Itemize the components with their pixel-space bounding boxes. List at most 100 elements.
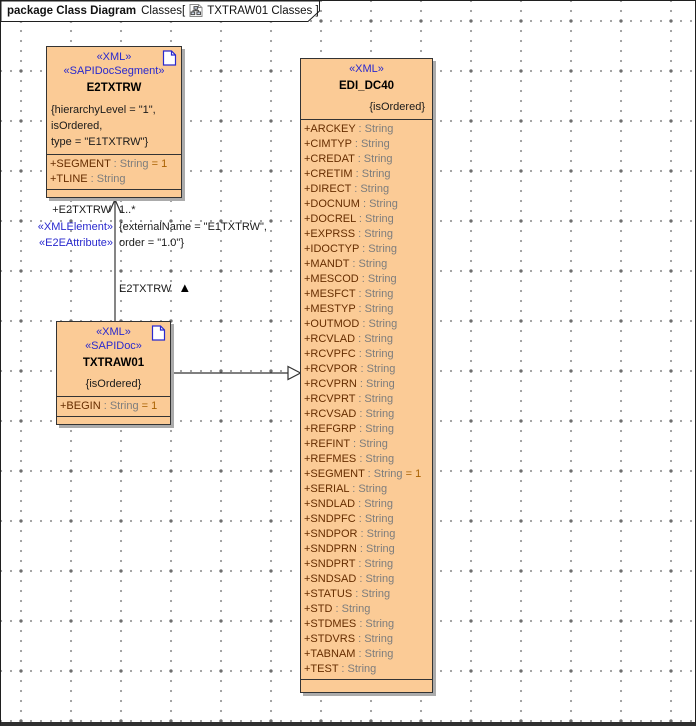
attribute-type: : String xyxy=(356,378,395,390)
attribute-row[interactable]: +SNDSAD : String xyxy=(304,572,431,587)
attribute-name: +SERIAL xyxy=(304,483,350,495)
attribute-row[interactable]: +REFINT : String xyxy=(304,437,431,452)
attribute-name: +DIRECT xyxy=(304,183,352,195)
hollow-triangle-arrowhead-icon xyxy=(287,365,302,381)
attribute-name: +STATUS xyxy=(304,588,353,600)
attribute-row[interactable]: +CIMTYP : String xyxy=(304,137,431,152)
attribute-row[interactable]: +STATUS : String xyxy=(304,587,431,602)
attribute-row[interactable]: +TEST : String xyxy=(304,662,431,677)
stereotype-label: «XML» xyxy=(96,326,131,338)
attribute-type: : String xyxy=(357,363,396,375)
attribute-type: : String xyxy=(359,318,398,330)
attribute-row[interactable]: +RCVPRT : String xyxy=(304,392,431,407)
attribute-type: : String xyxy=(332,603,371,615)
attribute-row[interactable]: +SNDPRN : String xyxy=(304,542,431,557)
attribute-name: +REFGRP xyxy=(304,423,357,435)
attribute-row[interactable]: +DIRECT : String xyxy=(304,182,431,197)
attribute-row[interactable]: +SERIAL : String xyxy=(304,482,431,497)
document-icon xyxy=(162,50,177,69)
attribute-name: +CRETIM xyxy=(304,168,353,180)
connector-direction-label[interactable]: E2TXTRW▲ xyxy=(119,280,191,297)
attribute-type: : String xyxy=(359,243,398,255)
attribute-name: +TLINE xyxy=(50,173,88,185)
name-compartment: «XML» EDI_DC40 {isOrdered} xyxy=(301,59,432,119)
name-compartment: «XML»«SAPIDoc» TXTRAW01 {isOrdered} xyxy=(57,322,170,396)
attribute-row[interactable]: +RCVSAD : String xyxy=(304,407,431,422)
generalization-connector[interactable] xyxy=(172,365,302,381)
attribute-row[interactable]: +CRETIM : String xyxy=(304,167,431,182)
attribute-row[interactable]: +REFMES : String xyxy=(304,452,431,467)
attribute-row[interactable]: +EXPRSS : String xyxy=(304,227,431,242)
class-E2TXTRW[interactable]: «XML»«SAPIDocSegment» E2TXTRW {hierarchy… xyxy=(46,46,182,198)
operations-compartment xyxy=(47,189,181,197)
attribute-name: +DOCNUM xyxy=(304,198,360,210)
attribute-row[interactable]: +MANDT : String xyxy=(304,257,431,272)
class-TXTRAW01[interactable]: «XML»«SAPIDoc» TXTRAW01 {isOrdered} +BEG… xyxy=(56,321,171,425)
constraint-line: isOrdered, xyxy=(51,120,103,132)
attribute-row[interactable]: +DOCNUM : String xyxy=(304,197,431,212)
attribute-row[interactable]: +STD : String xyxy=(304,602,431,617)
diagram-icon xyxy=(189,4,203,17)
document-icon xyxy=(151,325,166,344)
attribute-name: +MESCOD xyxy=(304,273,359,285)
attribute-type: : String xyxy=(355,123,394,135)
connector-constraints[interactable]: {externalName = "E1TXTRW", order = "1.0"… xyxy=(119,219,267,251)
attribute-row[interactable]: +TABNAM : String xyxy=(304,647,431,662)
attribute-name: +MANDT xyxy=(304,258,350,270)
attribute-type: : String xyxy=(338,663,377,675)
attribute-type: : String xyxy=(352,588,391,600)
attribute-row[interactable]: +IDOCTYP : String xyxy=(304,242,431,257)
attribute-row[interactable]: +DOCREL : String xyxy=(304,212,431,227)
attribute-name: +STDMES xyxy=(304,618,357,630)
attribute-name: +REFMES xyxy=(304,453,357,465)
attribute-row[interactable]: +RCVLAD : String xyxy=(304,332,431,347)
attribute-row[interactable]: +SEGMENT : String = 1 xyxy=(304,467,431,482)
attribute-type: : String xyxy=(355,648,394,660)
attribute-type: : String xyxy=(349,483,388,495)
frame-tab-shape xyxy=(1,1,320,22)
attribute-name: +SEGMENT xyxy=(304,468,365,480)
attribute-row[interactable]: +SNDPOR : String xyxy=(304,527,431,542)
attribute-type: : String xyxy=(349,438,388,450)
connector-source-role[interactable]: +E2TXTRW xyxy=(52,204,111,216)
connector-stereotype-line: «E2EAttribute» xyxy=(39,237,113,249)
diagram-frame-tab: package Class Diagram Classes[ TXTRAW01 … xyxy=(1,1,331,23)
attribute-row[interactable]: +SNDLAD : String xyxy=(304,497,431,512)
class-EDI_DC40[interactable]: «XML» EDI_DC40 {isOrdered} +ARCKEY : Str… xyxy=(300,58,433,693)
attribute-row[interactable]: +MESCOD : String xyxy=(304,272,431,287)
stereotype-label: «XML» xyxy=(96,51,132,63)
attribute-row[interactable]: +ARCKEY : String xyxy=(304,122,431,137)
attribute-row[interactable]: +MESFCT : String xyxy=(304,287,431,302)
connector-stereotypes[interactable]: «XMLElement» «E2EAttribute» xyxy=(17,219,113,251)
attribute-row[interactable]: +TLINE : String xyxy=(50,172,180,187)
connector-multiplicity[interactable]: 1..* xyxy=(119,204,136,216)
attribute-row[interactable]: +CREDAT : String xyxy=(304,152,431,167)
attribute-type: : String xyxy=(355,558,394,570)
attribute-row[interactable]: +STDVRS : String xyxy=(304,632,431,647)
association-connector[interactable] xyxy=(108,198,122,322)
attribute-row[interactable]: +OUTMOD : String xyxy=(304,317,431,332)
attribute-type: : String xyxy=(355,498,393,510)
attribute-row[interactable]: +SEGMENT : String = 1 xyxy=(50,157,180,172)
attribute-row[interactable]: +BEGIN : String = 1 xyxy=(60,399,169,414)
attribute-name: +SNDLAD xyxy=(304,498,356,510)
attribute-row[interactable]: +SNDPRT : String xyxy=(304,557,431,572)
attribute-row[interactable]: +RCVPRN : String xyxy=(304,377,431,392)
direction-arrow-icon: ▲ xyxy=(178,280,192,295)
attribute-type: : String xyxy=(356,543,395,555)
attribute-row[interactable]: +STDMES : String xyxy=(304,617,431,632)
attribute-name: +SNDPRN xyxy=(304,543,357,555)
attribute-name: +BEGIN xyxy=(60,400,101,412)
attribute-name: +RCVLAD xyxy=(304,333,356,345)
attribute-type: : String xyxy=(354,153,393,165)
attribute-row[interactable]: +RCVPOR : String xyxy=(304,362,431,377)
attribute-row[interactable]: +SNDPFC : String xyxy=(304,512,431,527)
attribute-name: +DOCREL xyxy=(304,213,356,225)
attribute-row[interactable]: +REFGRP : String xyxy=(304,422,431,437)
attribute-row[interactable]: +RCVPFC : String xyxy=(304,347,431,362)
stereotype-label: «SAPIDoc» xyxy=(85,340,142,352)
attribute-row[interactable]: +MESTYP : String xyxy=(304,302,431,317)
attribute-name: +RCVPRT xyxy=(304,393,356,405)
attributes-compartment: +BEGIN : String = 1 xyxy=(57,396,170,416)
